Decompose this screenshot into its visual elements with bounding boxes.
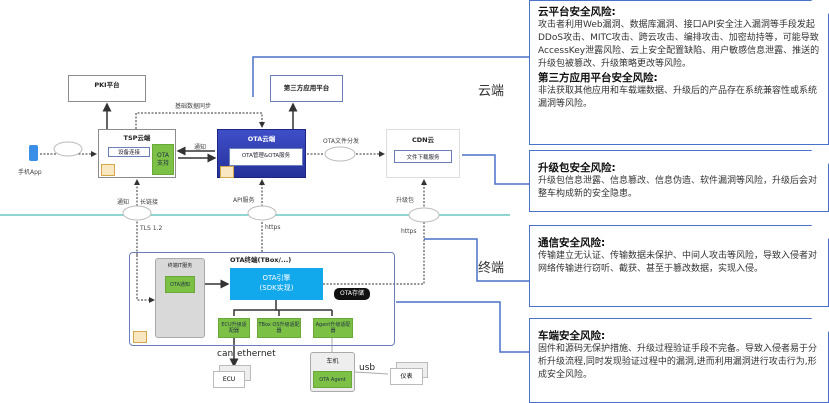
ota-engine-sdk: (SDK实现) <box>259 284 294 292</box>
https-label-2: https <box>401 228 417 235</box>
package-risk-title: 升级包安全风险: <box>538 162 616 174</box>
ethernet-label: ethernet <box>237 349 276 359</box>
comm-risk-title: 通信安全风险: <box>538 237 606 249</box>
notify-label: 通知 <box>194 144 207 151</box>
third-party-risk-title: 第三方应用平台安全风险: <box>538 72 658 84</box>
connector-cloud-risk <box>252 56 529 97</box>
terminal-it-service: 终端IT服务 OTA通知 <box>155 258 205 338</box>
ota-cloud-title: OTA云端 <box>247 135 276 143</box>
ota-cloud: OTA云端 OTA管理&OTA服务 <box>217 129 306 178</box>
third-party-risk-body: 非法获取其他应用和车载端数据、升级后的产品存在系统兼容性或系统漏洞等风险。 <box>538 86 818 109</box>
comm-risk-box: 通信安全风险: 传输建立无认证、传输数据未保护、中间人攻击等风险，导致入侵者对网… <box>529 225 829 307</box>
ecu-box: ECU <box>213 371 245 388</box>
vehicle-title: OTA终端(TBox/...) <box>230 256 292 264</box>
vehicle-terminal: OTA终端(TBox/...) <box>129 252 395 346</box>
dashboard-box: 仪表 <box>390 368 423 385</box>
comm-risk-body: 传输建立无认证、传输数据未保护、中间人攻击等风险，导致入侵者对网络传输进行窃听、… <box>538 251 818 274</box>
cloud-risk-title: 云平台安全风险: <box>538 6 616 18</box>
third-party-title: 第三方应用平台 <box>283 84 330 92</box>
headunit: 车机 OTA Agent <box>310 352 355 392</box>
notify-label-2: 通知 <box>117 199 130 206</box>
cloud-risk-box: 云平台安全风险: 攻击者利用Web漏洞、数据库漏洞、接口API安全注入漏洞等手段… <box>529 0 829 145</box>
cloud-zone-label: 云端 <box>478 84 505 99</box>
third-party-platform: 第三方应用平台 <box>270 75 343 102</box>
https-label-1: https <box>265 224 281 231</box>
vehicle-risk-box: 车端安全风险: 固件和源码无保护措施、升级过程验证手段不完备。导致入侵者易于分析… <box>529 318 829 403</box>
headunit-title: 车机 <box>326 358 339 365</box>
tls-label: TLS 1.2 <box>140 225 163 232</box>
can-label: can <box>217 349 234 359</box>
cdn-title: CDN云 <box>411 136 435 144</box>
cloud-risk-body: 攻击者利用Web漏洞、数据库漏洞、接口API安全注入漏洞等手段发起DDoS攻击、… <box>538 20 820 69</box>
base-sync-label: 基础数据同步 <box>175 103 212 110</box>
network-clouds <box>53 141 440 223</box>
phone-icon <box>29 145 38 161</box>
certificate-icon <box>133 331 147 343</box>
usb-label: usb <box>359 363 376 373</box>
ota-service: OTA管理&OTA服务 <box>229 148 303 166</box>
ota-agent: OTA Agent <box>313 371 352 388</box>
vehicle-risk-title: 车端安全风险: <box>538 330 606 342</box>
tbox-os-adapter: TBox OS升级适配器 <box>257 318 301 338</box>
connector-comm-risk <box>424 238 529 282</box>
vehicle-risk-body: 固件和源码无保护措施、升级过程验证手段不完备。导致入侵者易于分析升级流程,同时发… <box>538 344 818 380</box>
terminal-it-title: 终端IT服务 <box>167 263 193 269</box>
package-risk-box: 升级包安全风险: 升级包信息泄露、信息篡改、信息伪造、软件漏洞等风险，升级后会对… <box>529 150 829 212</box>
ota-engine-title: OTA引擎 <box>262 274 291 282</box>
terminal-zone-label: 终端 <box>478 261 505 276</box>
package-label: 升级包 <box>396 197 415 204</box>
api-label: API服务 <box>233 197 255 204</box>
pki-title: PKI平台 <box>94 81 120 89</box>
file-download-service: 文件下载服务 <box>394 150 452 163</box>
cdn-cloud: CDN云 文件下载服务 <box>386 129 460 178</box>
certificate-icon <box>220 166 234 178</box>
certificate-icon <box>101 164 115 176</box>
package-risk-body: 升级包信息泄露、信息篡改、信息伪造、软件漏洞等风险，升级后会对整车构成新的安全隐… <box>538 176 818 199</box>
long-link-label: 长链接 <box>140 199 159 206</box>
phone-app-label: 手机App <box>18 169 42 176</box>
pki-platform: PKI平台 <box>68 75 146 102</box>
connector-vehicle-risk <box>396 301 529 353</box>
device-link: 设备连接 <box>108 147 150 157</box>
ecu-adapter: ECU升级适配器 <box>218 318 250 338</box>
ota-engine: OTA引擎 (SDK实现) <box>230 268 323 300</box>
ota-storage: OTA存储 <box>334 288 370 300</box>
tsp-cloud: TSP云端 设备连接 OTA 支持 <box>98 129 176 178</box>
connector-package-risk <box>462 154 529 185</box>
tsp-title: TSP云端 <box>123 134 151 142</box>
ota-support: OTA 支持 <box>152 144 174 175</box>
agent-adapter: Agent升级适配器 <box>313 318 353 338</box>
ota-notify: OTA通知 <box>165 276 195 293</box>
ota-distribute-label: OTA文件分发 <box>323 138 360 145</box>
